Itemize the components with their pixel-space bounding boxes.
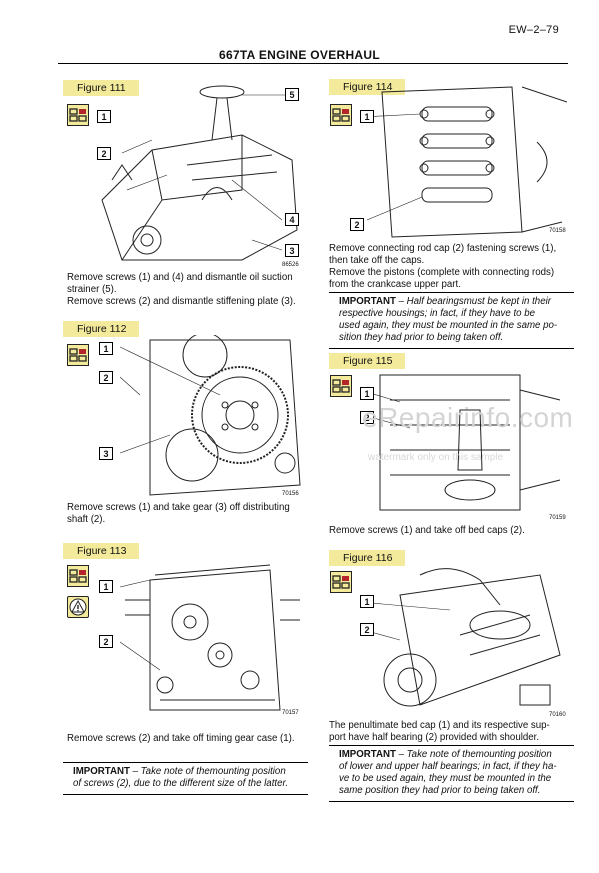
caption-line: Remove screws (1) and (4) and dismantle … <box>67 272 293 283</box>
important-note-116: IMPORTANT – Take note of themounting pos… <box>329 745 574 802</box>
callout-1: 1 <box>99 342 113 355</box>
callout-1: 1 <box>360 595 374 608</box>
callout-1: 1 <box>97 110 111 123</box>
figure-115-number: 70159 <box>549 515 566 521</box>
caption-line: Remove screws (1) and take gear (3) off … <box>67 502 290 513</box>
callout-1: 1 <box>360 110 374 123</box>
figure-112-number: 70156 <box>282 491 299 497</box>
important-line: ve to be used again, they must be mounte… <box>339 773 552 784</box>
figure-112-caption: Remove screws (1) and take gear (3) off … <box>67 502 307 526</box>
important-line: sition they had prior to being taken off… <box>339 332 504 343</box>
caption-line: The penultimate bed cap (1) and its resp… <box>329 720 550 731</box>
callout-2: 2 <box>360 623 374 636</box>
callout-2: 2 <box>350 218 364 231</box>
figure-114-caption: Remove connecting rod cap (2) fastening … <box>329 243 574 291</box>
callout-2: 2 <box>360 411 374 424</box>
important-line: IMPORTANT – Take note of themounting pos… <box>73 766 286 777</box>
figure-115-bedcaps-drawing <box>370 374 561 511</box>
page-number: EW–2–79 <box>508 24 559 36</box>
important-line: IMPORTANT – Half bearingsmust be kept in… <box>339 296 551 307</box>
callout-3: 3 <box>99 447 113 460</box>
figure-111-number: 86526 <box>282 262 299 268</box>
caption-line: Remove the pistons (complete with connec… <box>329 267 555 278</box>
important-note-114: IMPORTANT – Half bearingsmust be kept in… <box>329 292 574 349</box>
important-line: used again, they must be mounted in the … <box>339 320 558 331</box>
caption-line: from the crankcase upper part. <box>329 279 461 290</box>
figure-113-caption: Remove screws (2) and take off timing ge… <box>67 733 307 745</box>
disassembly-icon <box>67 344 89 366</box>
caption-line: Remove screws (1) and take off bed caps … <box>329 525 525 536</box>
disassembly-icon <box>330 375 352 397</box>
caption-line: then take off the caps. <box>329 255 425 266</box>
figure-115-caption: Remove screws (1) and take off bed caps … <box>329 525 574 537</box>
page-title: 667TA ENGINE OVERHAUL <box>219 48 380 62</box>
caption-line: port have half bearing (2) provided with… <box>329 732 540 743</box>
important-line: IMPORTANT – Take note of themounting pos… <box>339 749 552 760</box>
figure-113-label: Figure 113 <box>63 543 139 559</box>
figure-113-case-drawing <box>120 564 300 711</box>
figure-113-number: 70157 <box>282 710 299 716</box>
important-line: same position they had prior to being ta… <box>339 785 541 796</box>
figure-111-engine-drawing <box>101 85 298 261</box>
callout-2: 2 <box>97 147 111 160</box>
callout-3: 3 <box>285 244 299 257</box>
figure-111-caption: Remove screws (1) and (4) and dismantle … <box>67 272 307 308</box>
watermark-text: eRepairinfo.com <box>362 402 574 433</box>
callout-5: 5 <box>285 88 299 101</box>
header-rule <box>58 63 568 64</box>
callout-2: 2 <box>99 371 113 384</box>
important-label: IMPORTANT <box>339 749 396 760</box>
figure-114-label: Figure 114 <box>329 79 405 95</box>
callout-2: 2 <box>99 635 113 648</box>
warning-icon <box>67 596 89 618</box>
watermark-subtext: watermark only on this sample <box>368 452 504 463</box>
callout-1: 1 <box>99 580 113 593</box>
figure-112-gear-drawing <box>119 335 301 496</box>
disassembly-icon <box>67 104 89 126</box>
disassembly-icon <box>330 571 352 593</box>
caption-line: strainer (5). <box>67 284 117 295</box>
figure-111-label: Figure 111 <box>63 80 139 96</box>
figure-116-bearing-drawing <box>360 568 561 707</box>
figure-116-caption: The penultimate bed cap (1) and its resp… <box>329 720 574 744</box>
important-line: respective housings; in fact, if they ha… <box>339 308 536 319</box>
figure-116-number: 70160 <box>549 712 566 718</box>
disassembly-icon <box>330 104 352 126</box>
callout-1: 1 <box>360 387 374 400</box>
figure-112-label: Figure 112 <box>63 321 139 337</box>
figure-114-conrod-drawing <box>362 86 567 238</box>
caption-line: Remove screws (2) and take off timing ge… <box>67 733 295 744</box>
figure-116-label: Figure 116 <box>329 550 405 566</box>
callout-4: 4 <box>285 213 299 226</box>
important-note-113: IMPORTANT – Take note of themounting pos… <box>63 762 308 795</box>
important-line: of lower and upper half bearings; in fac… <box>339 761 557 772</box>
disassembly-icon <box>67 565 89 587</box>
caption-line: Remove screws (2) and dismantle stiffeni… <box>67 296 296 307</box>
figure-115-label: Figure 115 <box>329 353 405 369</box>
figure-114-number: 70158 <box>549 228 566 234</box>
important-line: of screws (2), due to the different size… <box>73 778 289 789</box>
important-label: IMPORTANT <box>339 296 396 307</box>
important-label: IMPORTANT <box>73 766 130 777</box>
caption-line: Remove connecting rod cap (2) fastening … <box>329 243 557 254</box>
caption-line: shaft (2). <box>67 514 106 525</box>
